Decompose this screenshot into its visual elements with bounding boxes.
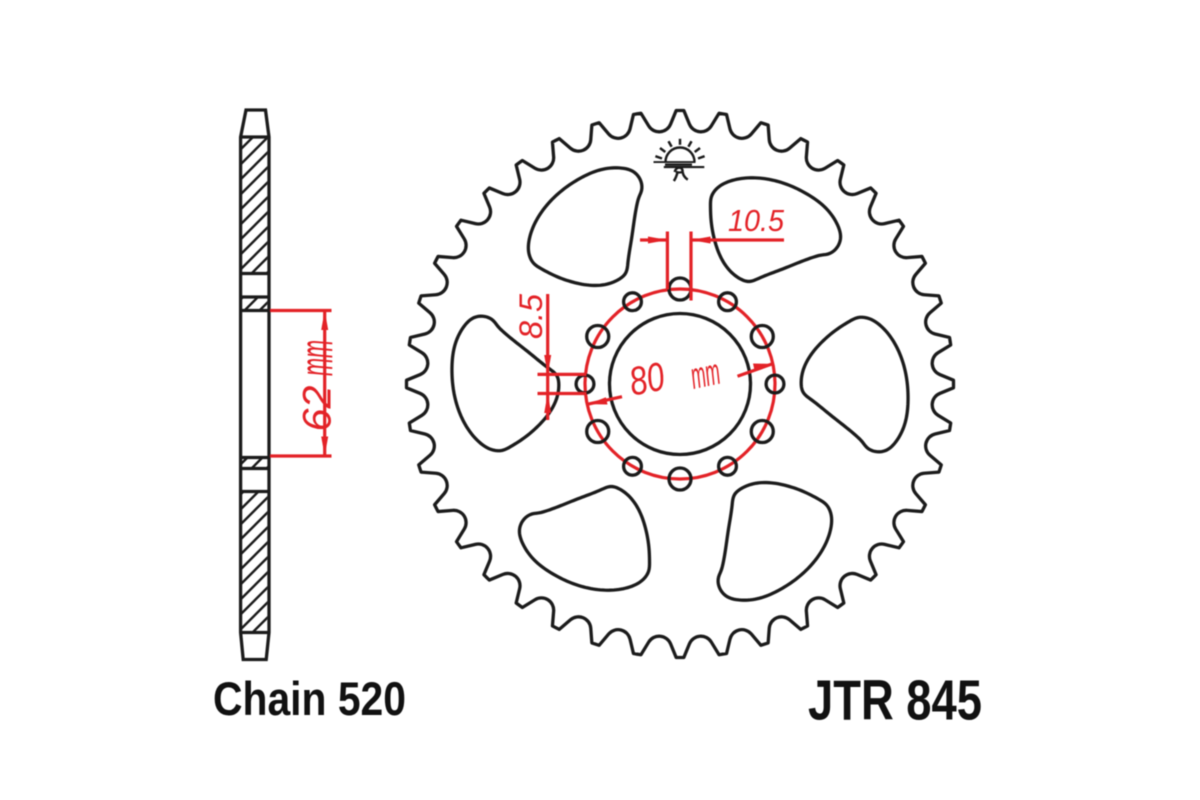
svg-text:mm: mm bbox=[687, 352, 724, 398]
svg-text:62: 62 bbox=[296, 386, 340, 432]
svg-text:80: 80 bbox=[625, 354, 668, 405]
svg-text:8.5: 8.5 bbox=[513, 294, 549, 339]
svg-text:JTR 845: JTR 845 bbox=[808, 669, 982, 733]
svg-text:10.5: 10.5 bbox=[728, 203, 785, 238]
svg-text:mm: mm bbox=[290, 340, 342, 376]
svg-text:Chain 520: Chain 520 bbox=[213, 672, 406, 725]
